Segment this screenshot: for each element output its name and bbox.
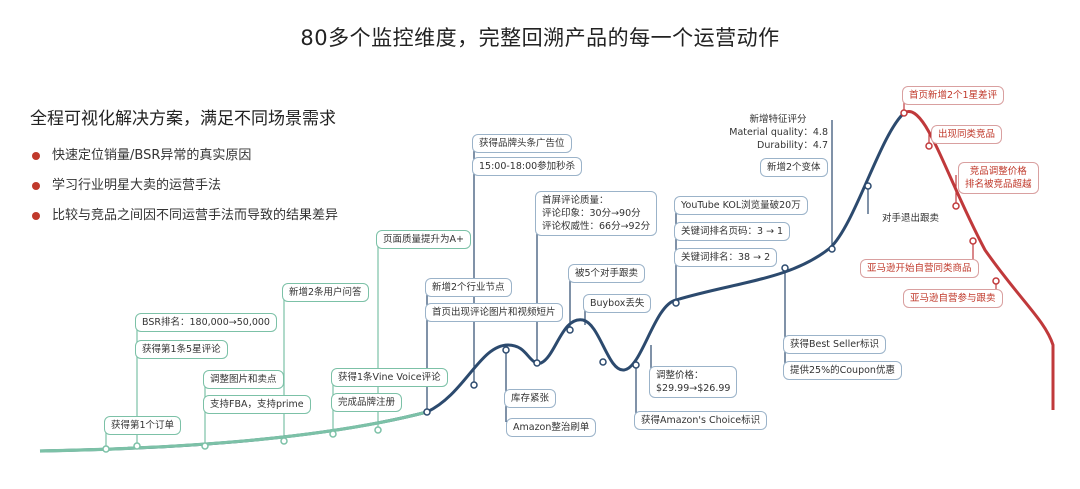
event-label: 调整图片和卖点 [203, 370, 284, 389]
event-label: 被5个对手跟卖 [568, 264, 646, 283]
event-label: 新增2个行业节点 [425, 278, 512, 297]
label-line: 评论权威性：66分→92分 [542, 221, 651, 232]
event-label: 首页新增2个1星差评 [902, 86, 1005, 105]
curve-node [374, 426, 382, 434]
event-label: 对手退出跟卖 [882, 213, 940, 224]
curve-node [828, 245, 836, 253]
curve-node [133, 442, 141, 450]
curve-node [969, 237, 977, 245]
event-label: BSR排名：180,000→50,000 [135, 313, 277, 332]
curve-node [201, 442, 209, 450]
bullet-item: 学习行业明星大卖的运营手法 [30, 176, 338, 206]
event-label: 获得第1条5星评论 [135, 340, 228, 359]
bullet-text: 学习行业明星大卖的运营手法 [52, 178, 222, 193]
label-line: 新增特征评分 [749, 114, 807, 125]
event-label: 关键词排名页码：3 → 1 [674, 222, 791, 241]
curve-node [423, 408, 431, 416]
event-label: 提供25%的Coupon优惠 [783, 361, 902, 380]
event-label: 获得Amazon's Choice标识 [634, 411, 768, 430]
label-line: 竞品调整价格 [969, 166, 1027, 177]
label-line: 排名被竞品超越 [965, 179, 1032, 190]
curve-node [280, 437, 288, 445]
event-label: 获得1条Vine Voice评论 [331, 368, 448, 387]
event-label: Amazon整治刷单 [506, 418, 597, 437]
curve-node [781, 264, 789, 272]
event-label: 首页出现评论图片和视频短片 [425, 303, 563, 322]
event-label: 调整价格： $29.99→$26.99 [649, 366, 738, 398]
curve-node [992, 277, 1000, 285]
subtitle: 全程可视化解决方案，满足不同场景需求 [30, 109, 336, 129]
event-label: 竞品调整价格 排名被竞品超越 [958, 162, 1039, 194]
event-label: 关键词排名：38 → 2 [674, 248, 778, 267]
bullet-item: 比较与竞品之间因不同运营手法而导致的结果差异 [30, 206, 338, 236]
curve-node [952, 202, 960, 210]
curve-node [329, 430, 337, 438]
curve-node [502, 346, 510, 354]
curve-node [470, 381, 478, 389]
curve-node [864, 182, 872, 190]
event-label: 亚马逊自营参与跟卖 [903, 289, 1003, 308]
bullet-dot-icon [32, 182, 40, 190]
event-label: 完成品牌注册 [331, 393, 403, 412]
event-label: 支持FBA，支持prime [203, 395, 311, 414]
page-title: 80多个监控维度，完整回溯产品的每一个运营动作 [300, 26, 780, 50]
growth-curve-green [39, 410, 428, 453]
bullet-list: 快速定位销量/BSR异常的真实原因 学习行业明星大卖的运营手法 比较与竞品之间因… [30, 146, 338, 236]
label-line: 调整价格： [656, 370, 704, 381]
event-label: 新增特征评分 Material quality：4.8 Durability：4… [722, 111, 834, 154]
bullet-dot-icon [32, 212, 40, 220]
event-label: 首屏评论质量： 评论印象：30分→90分 评论权威性：66分→92分 [535, 191, 658, 236]
label-line: $29.99→$26.99 [656, 383, 731, 394]
event-label: Buybox丢失 [583, 294, 652, 313]
curve-node [672, 299, 680, 307]
event-label: 页面质量提升为A+ [376, 230, 471, 249]
label-line: 评论印象：30分→90分 [542, 208, 641, 219]
bullet-text: 比较与竞品之间因不同运营手法而导致的结果差异 [52, 208, 339, 223]
curve-nodes [102, 109, 1000, 453]
event-label: 获得第1个订单 [104, 416, 182, 435]
curve-node [533, 359, 541, 367]
curve-node [632, 361, 640, 369]
curve-node [566, 326, 574, 334]
bullet-dot-icon [32, 152, 40, 160]
bullet-item: 快速定位销量/BSR异常的真实原因 [30, 146, 338, 176]
curve-node [925, 142, 933, 150]
label-line: Durability：4.7 [757, 140, 828, 151]
event-label: 库存紧张 [504, 389, 557, 408]
bullet-text: 快速定位销量/BSR异常的真实原因 [52, 148, 252, 163]
event-label: 亚马逊开始自营同类商品 [860, 259, 979, 278]
event-label: YouTube KOL浏览量破20万 [674, 196, 808, 215]
decline-curve-red [903, 110, 1055, 410]
label-line: Material quality：4.8 [729, 127, 828, 138]
event-label: 获得品牌头条广告位 [472, 134, 572, 153]
curve-node [102, 445, 110, 453]
curve-node [900, 109, 908, 117]
event-label: 新增2个变体 [760, 158, 828, 177]
event-label: 获得Best Seller标识 [783, 335, 886, 354]
curve-node [599, 358, 607, 366]
label-line: 首屏评论质量： [542, 195, 609, 206]
event-label: 15:00-18:00参加秒杀 [472, 157, 583, 176]
event-label: 新增2条用户问答 [282, 283, 369, 302]
event-label: 出现同类竞品 [931, 125, 1003, 144]
